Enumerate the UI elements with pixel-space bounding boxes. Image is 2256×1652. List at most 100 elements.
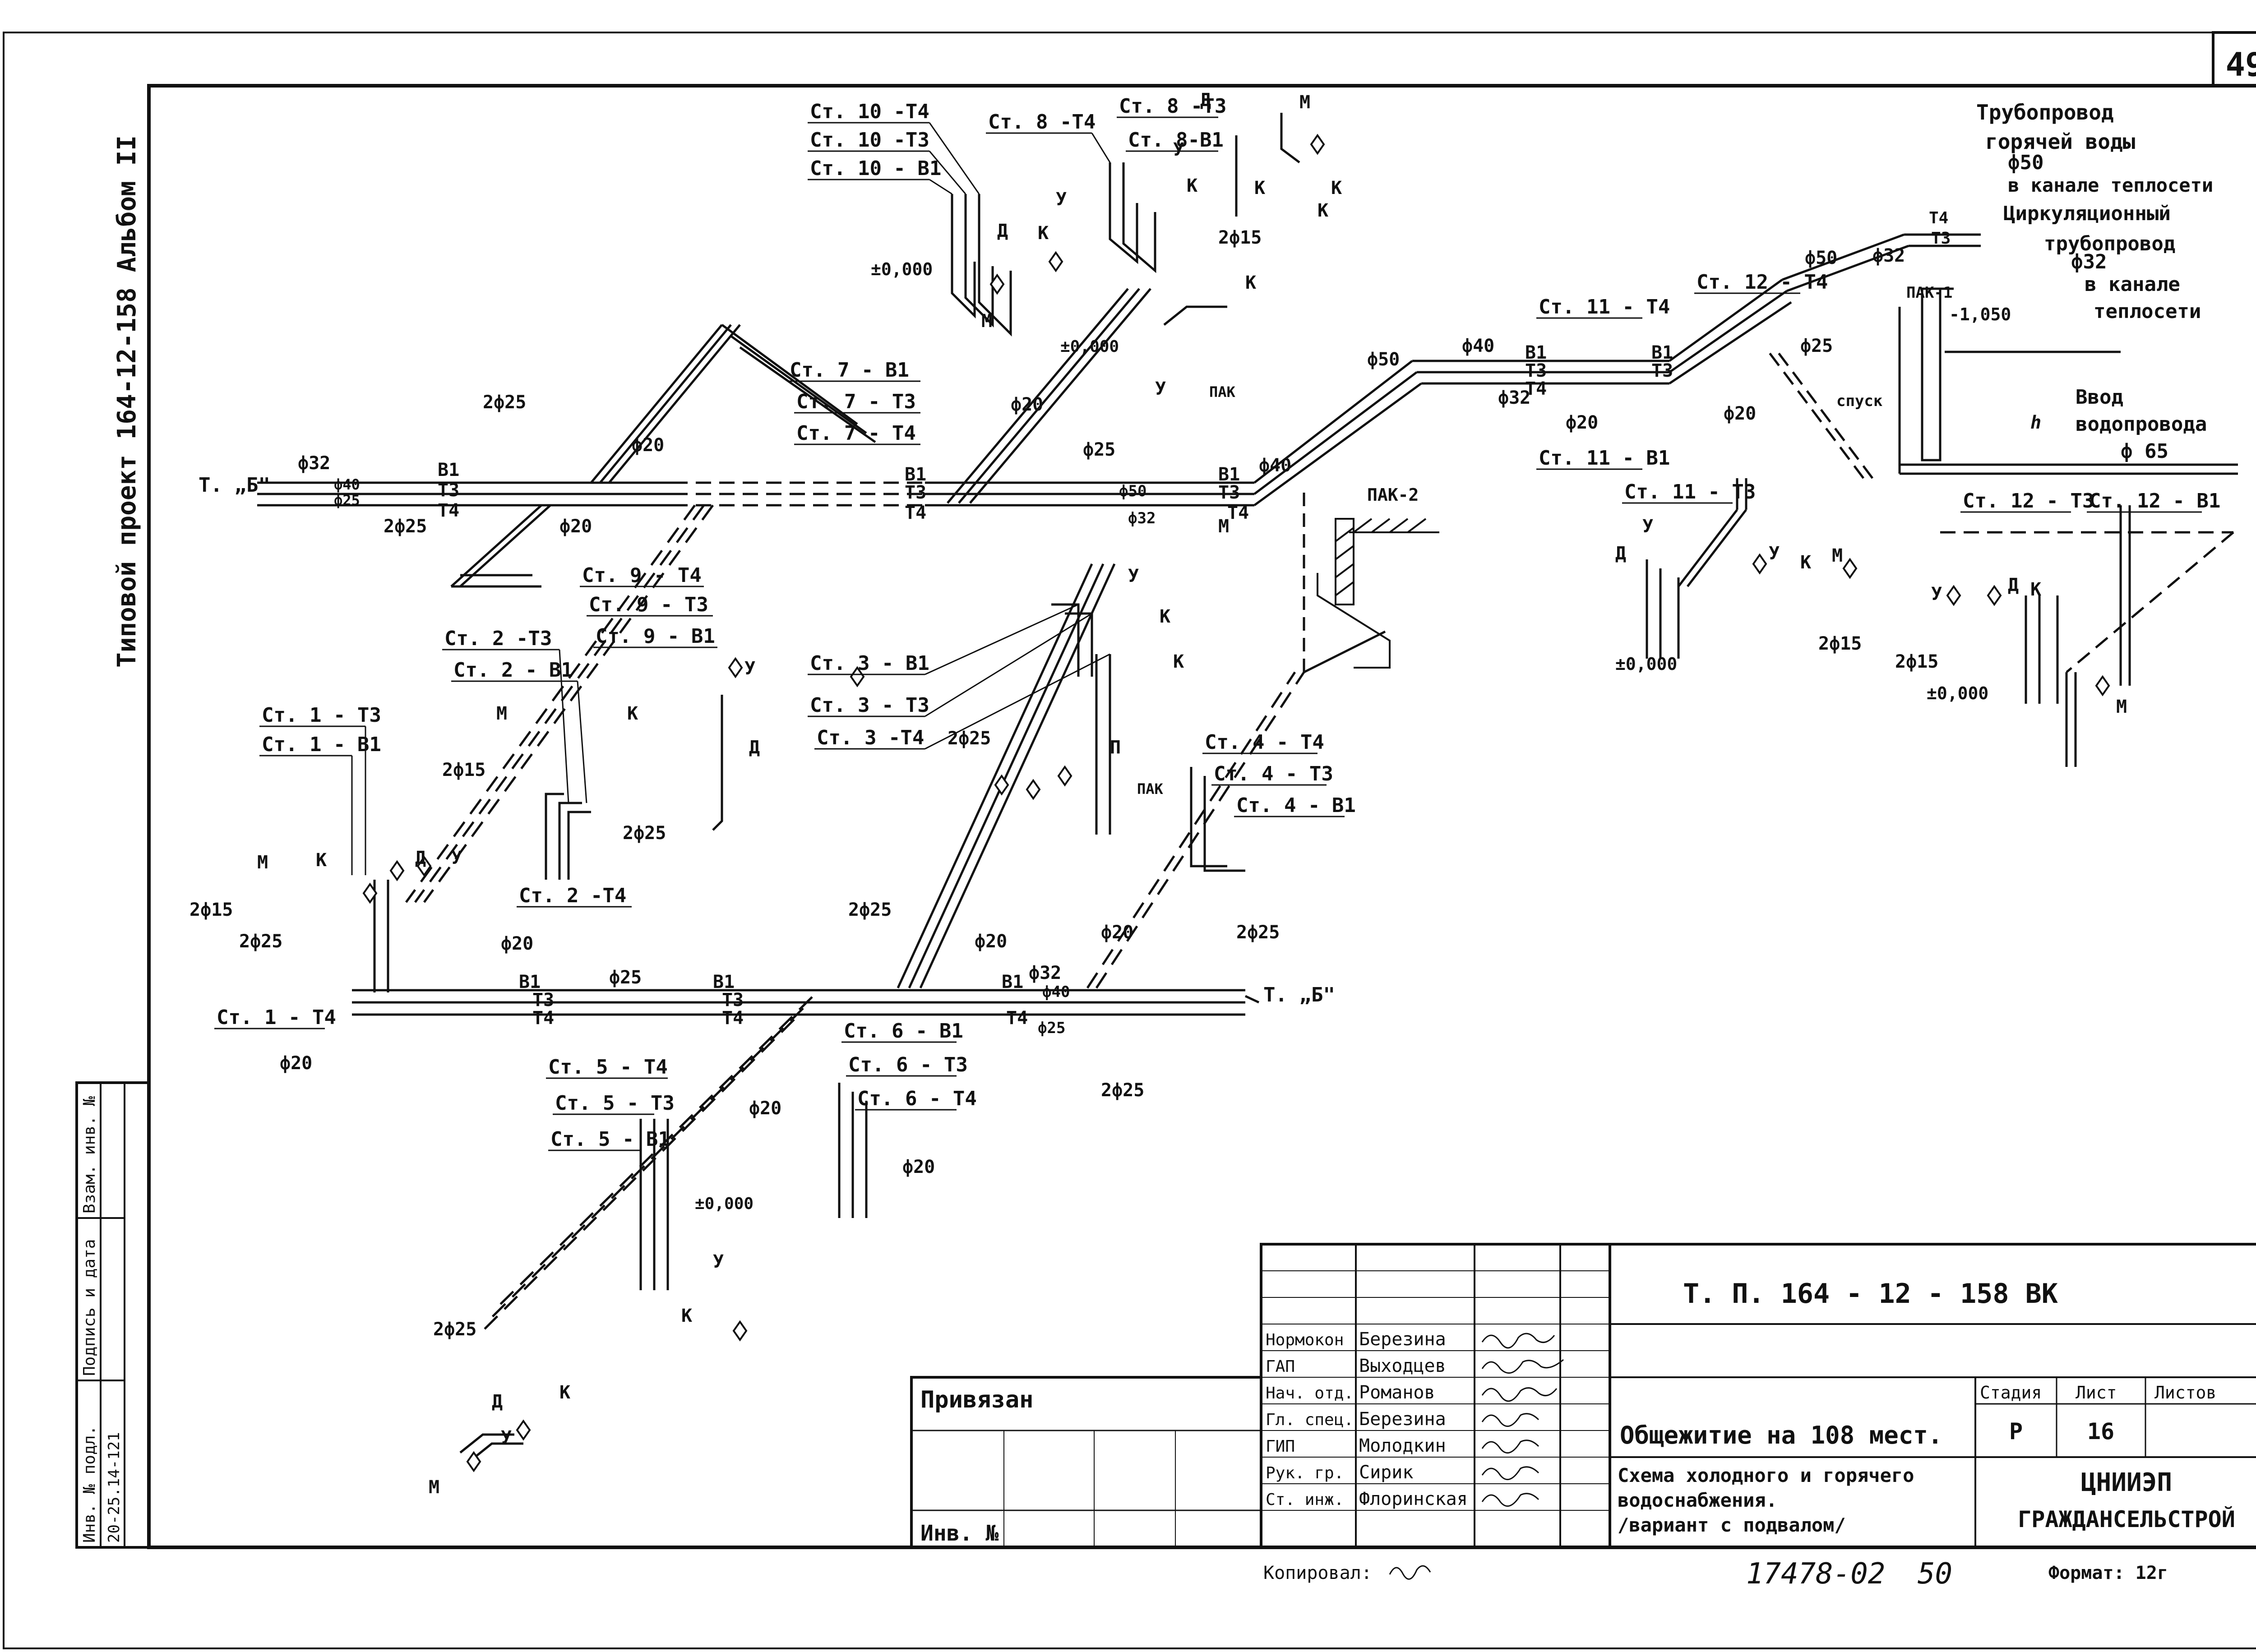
t3-rr: Т3 — [1651, 360, 1673, 381]
margin-replace-label: Взам. инв. № — [80, 1096, 99, 1214]
d25-st4: 2ф25 — [1236, 922, 1280, 943]
fx-u-st7: У — [1155, 378, 1166, 399]
fixture-symbols — [362, 134, 2110, 1472]
label-st2-b1: Ст. 2 - В1 — [453, 659, 573, 682]
fx-u-st1: У — [451, 848, 462, 868]
label-st8-t3: Ст. 8 -Т3 — [1119, 95, 1226, 118]
hw-note-4: в канале теплосети — [2008, 174, 2213, 196]
fx-u-st8: У — [1173, 139, 1184, 160]
stamp-stage: Р — [2009, 1418, 2023, 1444]
input-b-right: Т. „Б" — [1263, 983, 1335, 1006]
right-system-pipes — [1669, 233, 2238, 767]
name-2: Выходцев — [1359, 1356, 1446, 1376]
d25-st10: ф25 — [1083, 439, 1115, 460]
label-st3-b1: Ст. 3 - В1 — [810, 652, 929, 675]
fx-m-st11: М — [1832, 545, 1843, 566]
label-st3-t4: Ст. 3 -Т4 — [817, 726, 924, 749]
fixture-labels: Д М У К К К К Д К У М К У У М К М К У Д … — [257, 90, 2127, 1498]
page-number-box — [2212, 31, 2256, 87]
input-notes: Т. „Б" Т. „Б" Трубопровод горячей воды ф… — [199, 100, 2213, 1006]
label-st3-t3: Ст. 3 - Т3 — [810, 694, 929, 717]
role-st-inzh: Ст. инж. — [1266, 1490, 1344, 1509]
circ-note-5: теплосети — [2094, 300, 2201, 323]
label-st10-b1: Ст. 10 - В1 — [810, 157, 941, 180]
d20-st4: ф20 — [1101, 922, 1133, 943]
fx-m-st12: М — [2116, 697, 2127, 717]
left-margin-stamp: Инв. № подл. Подпись и дата Взам. инв. №… — [75, 1081, 150, 1549]
d20-r1: ф20 — [1566, 412, 1598, 433]
d20-st10: ф20 — [1011, 394, 1043, 415]
label-st10-t4: Ст. 10 -Т4 — [810, 100, 929, 123]
name-6: Сирик — [1359, 1462, 1413, 1483]
role-normokon: Нормокон — [1266, 1331, 1344, 1349]
elev-st11: ±0,000 — [1615, 654, 1677, 674]
fx-m-st8: М — [1299, 92, 1310, 113]
stamp-title-1: Схема холодного и горячего — [1618, 1464, 1914, 1486]
stamp-privyazan: Привязан — [920, 1386, 1033, 1413]
d25-bot: ф25 — [1038, 1019, 1065, 1037]
t4-r: Т4 — [1525, 378, 1547, 399]
d50-rtop: ф50 — [1805, 248, 1837, 268]
fx-k-st8c: К — [1318, 200, 1328, 221]
fx-d-st1: Д — [415, 848, 426, 868]
d25-st5: 2ф25 — [433, 1319, 476, 1340]
label-st5-t4: Ст. 5 - Т4 — [548, 1056, 668, 1079]
name-4: Березина — [1359, 1409, 1446, 1430]
doc-number: 17478-02 — [1746, 1557, 1885, 1591]
d15-st8: 2ф15 — [1218, 227, 1262, 248]
d20-top-left: ф20 — [632, 435, 664, 456]
pak1-label: ПАК-1 — [1906, 284, 1952, 302]
role-ruk-gr: Рук. гр. — [1266, 1464, 1344, 1482]
role-gl-spec: Гл. спец. — [1266, 1411, 1354, 1429]
elev-st12: ±0,000 — [1927, 683, 1988, 703]
stamp-building: Общежитие на 108 мест. — [1620, 1421, 1942, 1449]
stamp-org-1: ЦНИИЭП — [2081, 1468, 2172, 1497]
d32-left: ф32 — [298, 453, 330, 474]
d32-bot: ф32 — [1029, 963, 1061, 983]
label-st6-t4: Ст. 6 - Т4 — [857, 1087, 977, 1110]
margin-inv-value: 20-25.14-121 — [105, 1432, 123, 1543]
page-number: 49 — [2226, 46, 2256, 83]
margin-sign-label: Подпись и дата — [80, 1239, 99, 1376]
pipe-annotations: ф32 ф40 ф25 В1 Т3 Т4 В1 Т3 Т4 В1 Т3 Т4 ф… — [190, 209, 1988, 1340]
fx-m-st5: М — [429, 1477, 439, 1498]
fx-u-st10: У — [1056, 189, 1067, 210]
doc-page: 50 — [1918, 1557, 1952, 1591]
b1-left: В1 — [438, 460, 459, 480]
fx-p-st3: П — [1110, 737, 1121, 758]
d25-2-left: 2ф25 — [384, 516, 427, 537]
stamp-sheet-no: 16 — [2087, 1418, 2114, 1444]
wv-note-3: ф 65 — [2121, 440, 2168, 463]
name-7: Флоринская — [1359, 1489, 1468, 1509]
label-st4-t3: Ст. 4 - Т3 — [1214, 762, 1333, 785]
callout-leaders — [214, 116, 2202, 1151]
wv-note-1: Ввод — [2076, 386, 2123, 409]
label-st6-t3: Ст. 6 - Т3 — [848, 1053, 968, 1076]
input-b-left: Т. „Б" — [199, 474, 270, 497]
t4-bot-l: Т4 — [532, 1008, 554, 1029]
t4-mid: Т4 — [905, 503, 926, 523]
stamp-title-2: водоснабжения. — [1618, 1489, 1777, 1511]
label-st7-t4: Ст. 7 - Т4 — [796, 422, 916, 445]
riser-callouts: Ст. 10 -Т4 Ст. 10 -Т3 Ст. 10 - В1 Ст. 8 … — [217, 95, 2220, 1151]
fx-d-st8: Д — [1200, 90, 1211, 111]
label-st11-b1: Ст. 11 - В1 — [1539, 447, 1670, 470]
name-3: Романов — [1359, 1382, 1435, 1403]
elev-neg: -1,050 — [1949, 305, 2011, 324]
label-st5-b1: Ст. 5 - В1 — [550, 1128, 670, 1151]
d15-st1: 2ф15 — [190, 900, 233, 920]
stamp-sheets-header: Листов — [2154, 1383, 2216, 1403]
margin-inv-label: Инв. № подл. — [80, 1426, 99, 1543]
label-st1-t3: Ст. 1 - Т3 — [262, 704, 381, 727]
hw-note-3: ф50 — [2008, 151, 2043, 174]
fx-u-st9: У — [1128, 566, 1139, 586]
fx-k-st8: К — [1187, 175, 1197, 196]
t4-bot-r: Т4 — [1006, 1008, 1028, 1029]
d20-st6: ф20 — [902, 1157, 935, 1177]
risers — [373, 113, 2059, 1463]
d32-right: ф32 — [1498, 388, 1530, 408]
b1-mid: В1 — [905, 464, 926, 485]
d50-mid: ф50 — [1119, 482, 1146, 500]
d50-right: ф50 — [1367, 349, 1400, 370]
